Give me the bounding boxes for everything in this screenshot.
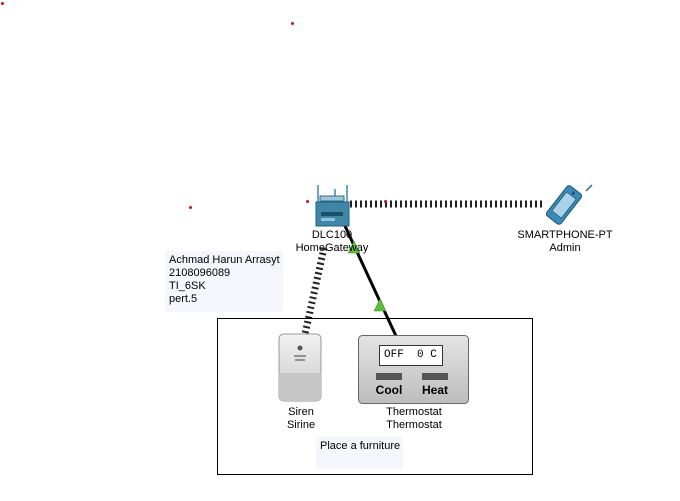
smartphone-device[interactable] bbox=[536, 183, 598, 225]
thermostat-sublabel: Thermostat bbox=[386, 419, 442, 431]
smartphone-name: SMARTPHONE-PT bbox=[517, 229, 613, 241]
smartphone-user: Admin bbox=[549, 242, 581, 254]
thermostat-name: Thermostat bbox=[386, 406, 442, 418]
link-status-up-icon bbox=[373, 298, 387, 312]
siren-sublabel: Sirine bbox=[286, 419, 316, 431]
cool-button[interactable]: Cool bbox=[375, 383, 403, 397]
note-line-session: pert.5 bbox=[169, 293, 198, 305]
smartphone-label: SMARTPHONE-PT Admin bbox=[517, 229, 612, 255]
note-line-name: Achmad Harun Arrasyt bbox=[169, 254, 280, 266]
thermostat-device[interactable]: OFF 0 C Cool Heat bbox=[358, 335, 469, 404]
gateway-type: HomeGateway bbox=[295, 242, 369, 254]
heat-button[interactable]: Heat bbox=[421, 383, 448, 397]
marker-dot bbox=[384, 200, 387, 203]
link-status-up-icon bbox=[347, 240, 361, 254]
home-gateway-device[interactable] bbox=[313, 183, 353, 227]
marker-dot bbox=[1, 2, 4, 5]
siren-label: Siren Sirine bbox=[287, 406, 315, 432]
room-label[interactable]: Place a furniture bbox=[316, 437, 403, 469]
note-line-class: TI_6SK bbox=[169, 280, 206, 292]
marker-dot bbox=[189, 206, 192, 209]
gateway-name: DLC100 bbox=[311, 229, 353, 241]
siren-name: Siren bbox=[288, 406, 314, 418]
info-note[interactable]: Achmad Harun Arrasyt 2108096089 TI_6SK p… bbox=[165, 251, 283, 312]
marker-dot bbox=[306, 200, 309, 203]
room-container[interactable] bbox=[217, 318, 533, 475]
home-gateway-icon bbox=[315, 185, 350, 227]
note-line-id: 2108096089 bbox=[169, 267, 231, 279]
smartphone-icon bbox=[545, 184, 593, 225]
siren-icon bbox=[278, 333, 322, 402]
thermostat-display: OFF 0 C bbox=[379, 345, 443, 366]
gateway-label: DLC100 HomeGateway bbox=[296, 229, 369, 255]
siren-device[interactable] bbox=[275, 333, 325, 403]
thermostat-label: Thermostat Thermostat bbox=[386, 406, 442, 432]
marker-dot bbox=[291, 22, 294, 25]
